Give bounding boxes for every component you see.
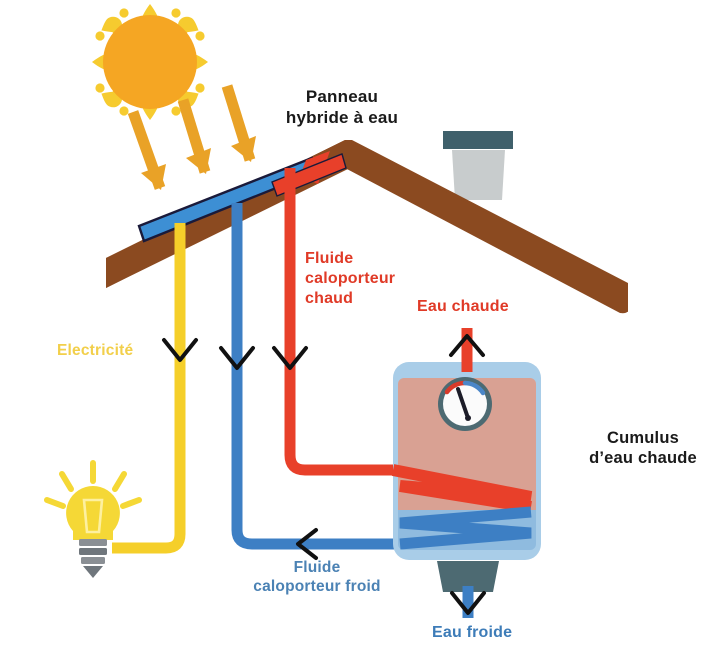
hot-fluid-label: Fluide caloporteur chaud — [305, 250, 396, 307]
sunlight-arrows — [127, 84, 256, 190]
electricity-arrow — [162, 338, 198, 362]
tank-label: Cumulus d’eau chaude — [589, 429, 697, 468]
cold-fluid-arrow — [296, 528, 318, 560]
chimney — [443, 131, 513, 200]
hot-fluid-pipe — [272, 168, 420, 476]
bulb-rays — [44, 460, 142, 509]
gauge-needle — [456, 387, 470, 420]
hot-water-label: Eau chaude — [417, 298, 509, 315]
bulb-base-1 — [79, 539, 107, 546]
gauge-hub — [465, 415, 471, 421]
chimney-cap — [443, 131, 513, 149]
cold-fluid-label: Fluide caloporteur froid — [253, 559, 381, 596]
hot-water-outlet-arrow — [449, 334, 485, 357]
electricity-wire-line — [112, 223, 186, 554]
sunlight-arrow-2 — [177, 98, 211, 174]
chimney-body — [452, 150, 505, 200]
hot-water-tank — [391, 362, 541, 592]
hot-fluid-arrow — [272, 346, 308, 370]
tank-base — [437, 561, 499, 592]
temperature-gauge — [438, 377, 492, 431]
bulb-filament — [82, 498, 104, 534]
cold-fluid-pipe — [219, 203, 420, 560]
bulb-glass — [66, 486, 120, 540]
cold-fluid-arrow-2 — [219, 346, 255, 370]
electricity-wire — [112, 223, 198, 554]
cold-fluid-pipe-line — [231, 203, 420, 550]
hot-fluid-pipe-line — [284, 168, 420, 476]
cold-water-inlet-arrow — [450, 591, 486, 615]
light-bulb-icon — [44, 460, 142, 578]
cold-heat-exchanger-coil — [399, 506, 532, 550]
bulb-base-3 — [81, 557, 105, 564]
gauge-arc-blue — [462, 380, 486, 396]
roof-right-slope — [345, 141, 628, 314]
hot-water-outlet — [449, 328, 485, 372]
bulb-base-2 — [79, 548, 107, 555]
cold-water-label: Eau froide — [432, 624, 513, 641]
electricity-label: Electricité — [57, 342, 134, 359]
sunlight-arrow-3 — [221, 84, 256, 162]
sunlight-arrow-1 — [127, 110, 166, 190]
hot-heat-exchanger-coil — [391, 464, 533, 513]
sun-disc — [103, 15, 197, 109]
cold-water-inlet — [450, 586, 486, 618]
sun-icon — [92, 4, 208, 120]
bulb-tip — [83, 566, 103, 578]
panel-label: Panneau hybride à eau — [285, 87, 399, 128]
sun-ray-dots — [95, 8, 205, 116]
